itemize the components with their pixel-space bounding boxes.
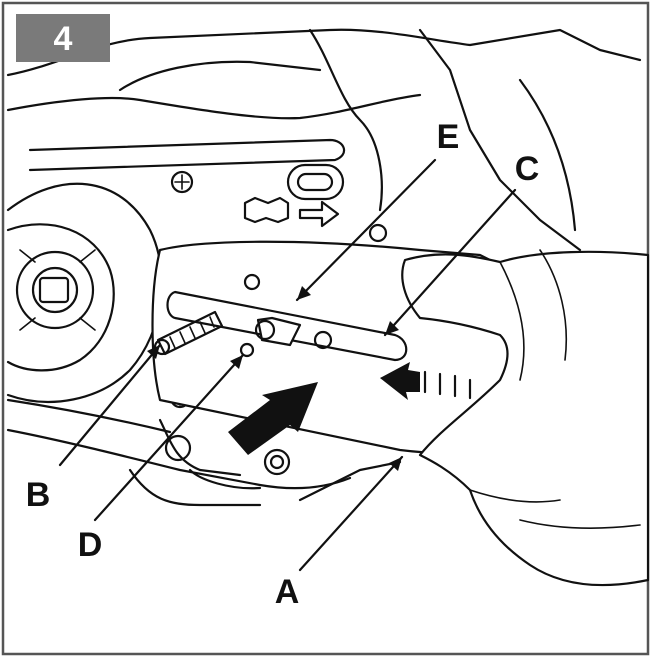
callout-label-c: C bbox=[515, 150, 540, 188]
step-number: 4 bbox=[54, 20, 73, 58]
tensioning-screw bbox=[153, 310, 302, 358]
step-badge: 4 bbox=[16, 14, 110, 62]
callout-label-b: B bbox=[26, 476, 51, 514]
gloved-hand bbox=[401, 249, 650, 587]
callout-label-a: A bbox=[275, 573, 300, 611]
chain-direction-symbol bbox=[243, 163, 345, 228]
callout-label-d: D bbox=[78, 526, 103, 564]
bar-mount-bracket bbox=[158, 418, 262, 490]
push-arrows bbox=[228, 362, 472, 455]
step-badge-background bbox=[16, 14, 110, 62]
callout-label-e: E bbox=[437, 118, 460, 156]
callout-leader-lines bbox=[58, 158, 517, 572]
